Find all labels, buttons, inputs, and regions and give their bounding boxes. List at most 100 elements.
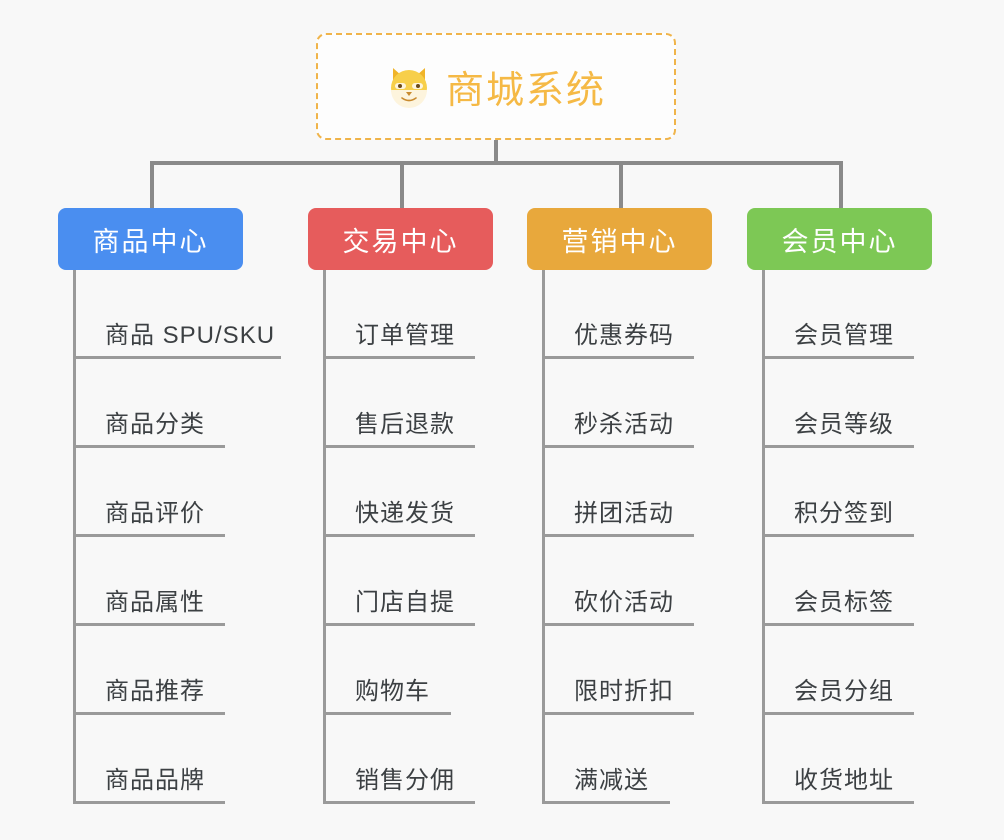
leaf-list-2: 订单管理售后退款快递发货门店自提购物车销售分佣 — [323, 270, 475, 804]
leaf-underline — [762, 445, 914, 448]
trunk-stem-connector — [494, 140, 498, 164]
leaf-underline — [323, 712, 451, 715]
leaf-underline — [73, 801, 225, 804]
leaf-item-label: 会员分组 — [794, 678, 894, 705]
leaf-underline — [73, 712, 225, 715]
leaf-item[interactable]: 会员分组 — [762, 626, 914, 715]
category-header-1[interactable]: 商品中心 — [58, 208, 243, 270]
leaf-item-label: 限时折扣 — [574, 678, 674, 705]
leaf-spine-connector-2 — [323, 270, 326, 804]
leaf-item[interactable]: 积分签到 — [762, 448, 914, 537]
category-header-label: 商品中心 — [92, 226, 209, 257]
leaf-item-label: 会员标签 — [794, 589, 894, 616]
leaf-item[interactable]: 商品品牌 — [73, 715, 275, 804]
leaf-item-label: 商品推荐 — [105, 678, 205, 705]
leaf-item-label: 满减送 — [574, 767, 649, 794]
leaf-item[interactable]: 秒杀活动 — [542, 359, 694, 448]
leaf-item-label: 积分签到 — [794, 500, 894, 527]
trunk-drop-connector-1 — [150, 161, 154, 208]
leaf-underline — [73, 623, 225, 626]
leaf-item[interactable]: 会员管理 — [762, 270, 914, 359]
leaf-underline — [542, 623, 694, 626]
leaf-item[interactable]: 商品 SPU/SKU — [73, 270, 281, 359]
leaf-item[interactable]: 会员等级 — [762, 359, 914, 448]
category-header-label: 会员中心 — [781, 226, 898, 257]
leaf-item-label: 秒杀活动 — [574, 411, 674, 438]
leaf-underline — [762, 534, 914, 537]
leaf-item[interactable]: 售后退款 — [323, 359, 475, 448]
leaf-item[interactable]: 收货地址 — [762, 715, 914, 804]
leaf-item[interactable]: 拼团活动 — [542, 448, 694, 537]
leaf-item[interactable]: 会员标签 — [762, 537, 914, 626]
leaf-item-label: 购物车 — [355, 678, 430, 705]
leaf-item[interactable]: 砍价活动 — [542, 537, 694, 626]
leaf-underline — [762, 356, 914, 359]
leaf-item[interactable]: 快递发货 — [323, 448, 475, 537]
category-header-2[interactable]: 交易中心 — [308, 208, 493, 270]
leaf-item-label: 优惠券码 — [574, 322, 674, 349]
category-header-3[interactable]: 营销中心 — [527, 208, 712, 270]
leaf-item-label: 会员管理 — [794, 322, 894, 349]
leaf-underline — [73, 534, 225, 537]
leaf-list-1: 商品 SPU/SKU 商品分类商品评价商品属性商品推荐商品品牌 — [73, 270, 281, 804]
leaf-item-label: 订单管理 — [355, 322, 455, 349]
leaf-item-label: 砍价活动 — [574, 589, 674, 616]
branch-column-4: 会员中心会员管理会员等级积分签到会员标签会员分组收货地址 — [747, 208, 932, 804]
leaf-item[interactable]: 销售分佣 — [323, 715, 475, 804]
category-header-label: 营销中心 — [561, 226, 678, 257]
leaf-item[interactable]: 商品推荐 — [73, 626, 275, 715]
leaf-item-label: 门店自提 — [355, 589, 455, 616]
leaf-underline — [323, 356, 475, 359]
leaf-underline — [542, 801, 670, 804]
leaf-spine-connector-1 — [73, 270, 76, 804]
leaf-item[interactable]: 订单管理 — [323, 270, 475, 359]
leaf-item-label: 销售分佣 — [355, 767, 455, 794]
leaf-underline — [542, 712, 694, 715]
leaf-underline — [762, 712, 914, 715]
root-title: 商城系统 — [445, 70, 606, 112]
leaf-list-4: 会员管理会员等级积分签到会员标签会员分组收货地址 — [762, 270, 914, 804]
leaf-underline — [542, 356, 694, 359]
leaf-spine-connector-3 — [542, 270, 545, 804]
trunk-horizontal-connector — [150, 161, 840, 165]
leaf-underline — [73, 356, 281, 359]
trunk-drop-connector-2 — [400, 161, 404, 208]
leaf-item-label: 商品评价 — [105, 500, 205, 527]
shiba-dog-face-icon — [386, 64, 432, 110]
leaf-item[interactable]: 购物车 — [323, 626, 455, 715]
leaf-item-label: 会员等级 — [794, 411, 894, 438]
leaf-underline — [542, 534, 694, 537]
leaf-spine-connector-4 — [762, 270, 765, 804]
leaf-underline — [323, 534, 475, 537]
branch-column-1: 商品中心商品 SPU/SKU 商品分类商品评价商品属性商品推荐商品品牌 — [58, 208, 281, 804]
branch-column-2: 交易中心订单管理售后退款快递发货门店自提购物车销售分佣 — [308, 208, 493, 804]
leaf-item-label: 商品属性 — [105, 589, 205, 616]
leaf-item[interactable]: 限时折扣 — [542, 626, 694, 715]
leaf-item[interactable]: 门店自提 — [323, 537, 475, 626]
leaf-underline — [323, 801, 475, 804]
category-header-label: 交易中心 — [342, 226, 459, 257]
leaf-item[interactable]: 优惠券码 — [542, 270, 694, 359]
leaf-underline — [542, 445, 694, 448]
leaf-underline — [73, 445, 225, 448]
leaf-underline — [762, 623, 914, 626]
leaf-item-label: 商品分类 — [105, 411, 205, 438]
root-node[interactable]: 商城系统 — [316, 33, 676, 140]
leaf-underline — [323, 445, 475, 448]
leaf-item[interactable]: 满减送 — [542, 715, 674, 804]
leaf-item-label: 快递发货 — [355, 500, 455, 527]
leaf-item-label: 商品品牌 — [105, 767, 205, 794]
category-header-4[interactable]: 会员中心 — [747, 208, 932, 270]
leaf-list-3: 优惠券码秒杀活动拼团活动砍价活动限时折扣满减送 — [542, 270, 694, 804]
trunk-drop-connector-4 — [839, 161, 843, 208]
leaf-underline — [762, 801, 914, 804]
leaf-item-label: 拼团活动 — [574, 500, 674, 527]
leaf-item[interactable]: 商品分类 — [73, 359, 275, 448]
leaf-underline — [323, 623, 475, 626]
leaf-item[interactable]: 商品评价 — [73, 448, 275, 537]
leaf-item-label: 商品 SPU/SKU — [105, 322, 276, 349]
leaf-item[interactable]: 商品属性 — [73, 537, 275, 626]
trunk-drop-connector-3 — [619, 161, 623, 208]
leaf-item-label: 收货地址 — [794, 767, 894, 794]
